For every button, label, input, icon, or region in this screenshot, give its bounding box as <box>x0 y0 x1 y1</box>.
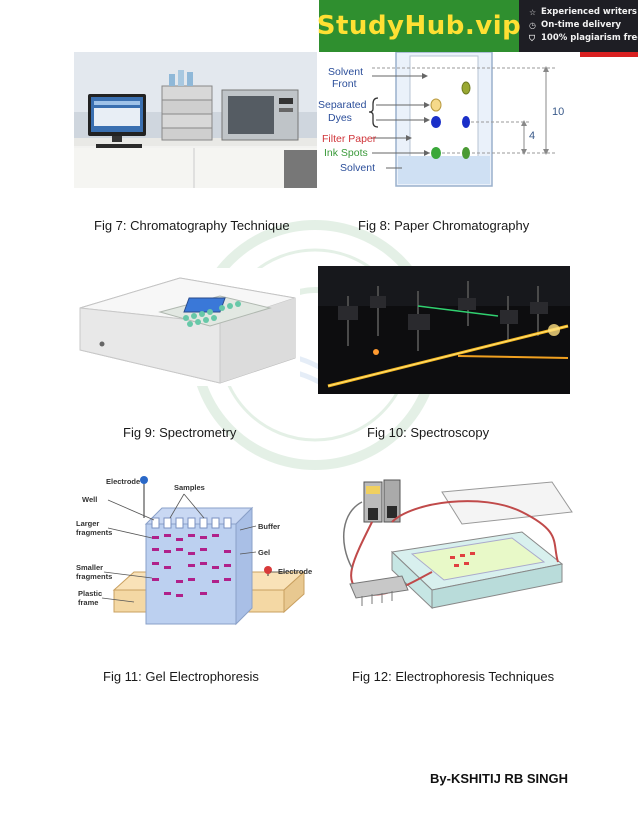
ad-feature-item: ☆ Experienced writers <box>529 6 638 19</box>
fig8-label-filter-paper: Filter Paper <box>322 133 377 145</box>
fig8-distance-4: 4 <box>529 130 535 142</box>
ad-feature-text: Experienced writers <box>541 7 637 17</box>
ad-brand-text: StudyHub.vip <box>316 11 522 41</box>
shield-icon: ⛉ <box>529 34 535 43</box>
fig8-distance-10: 10 <box>552 106 564 118</box>
fig11-label-well: Well <box>82 495 97 504</box>
fig8-caption: Fig 8: Paper Chromatography <box>358 218 530 233</box>
fig9-spectrometer-photo <box>70 268 300 386</box>
fig11-caption: Fig 11: Gel Electrophoresis <box>103 669 259 684</box>
ad-feature-list: ☆ Experienced writers ◷ On-time delivery… <box>519 0 638 52</box>
fig11-label-gel: Gel <box>258 548 270 557</box>
fig12-caption: Fig 12: Electrophoresis Techniques <box>352 669 555 684</box>
ad-feature-text: 100% plagiarism free <box>541 33 638 43</box>
fig11-label-electrode-top: Electrode <box>106 477 140 486</box>
fig11-label-samples: Samples <box>174 483 205 492</box>
ad-banner[interactable]: StudyHub.vip ☆ Experienced writers ◷ On-… <box>316 0 638 52</box>
fig11-label-electrode-right: Electrode <box>278 567 312 576</box>
author-byline: By-KSHITIJ RB SINGH <box>430 771 568 786</box>
ad-feature-item: ⛉ 100% plagiarism free <box>529 32 638 45</box>
fig11-label-buffer: Buffer <box>258 522 280 531</box>
fig12-electrophoresis-apparatus <box>322 472 578 622</box>
fig7-caption: Fig 7: Chromatography Technique <box>94 218 290 233</box>
fig9-caption: Fig 9: Spectrometry <box>123 425 237 440</box>
fig10-caption: Fig 10: Spectroscopy <box>367 425 490 440</box>
fig8-label-ink-spots: Ink Spots <box>324 147 368 159</box>
fig10-spectroscopy-photo <box>318 266 570 394</box>
fig8-label-solvent: Solvent <box>340 162 375 174</box>
ad-feature-item: ◷ On-time delivery <box>529 19 638 32</box>
ad-logo[interactable]: StudyHub.vip <box>316 0 522 52</box>
fig7-lab-photo <box>74 52 317 188</box>
ad-feature-text: On-time delivery <box>541 20 622 30</box>
star-icon: ☆ <box>529 8 537 17</box>
clock-icon: ◷ <box>529 21 536 30</box>
